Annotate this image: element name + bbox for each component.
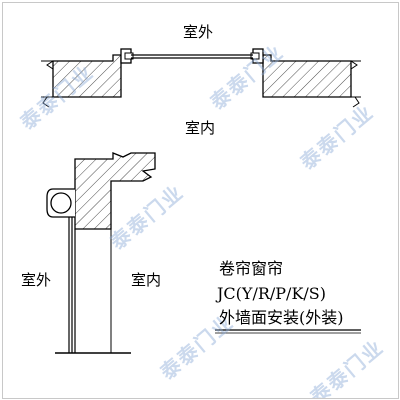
title-line-3: 外墙面安装(外装): [219, 308, 344, 327]
section-view: [46, 152, 156, 354]
curtain-guide-section: [68, 217, 76, 353]
roller-box-section: [46, 188, 75, 218]
guide-rails-plan: [120, 48, 264, 64]
top-view: [41, 48, 361, 108]
title-line-2: JC(Y/R/P/K/S): [217, 284, 326, 303]
title-line-1: 卷帘窗帘: [219, 259, 284, 278]
top-outside-label: 室外: [183, 23, 214, 41]
section-inside-label: 室内: [131, 271, 162, 289]
right-wall-plan: [262, 54, 361, 108]
wall-head-section: [74, 152, 156, 353]
drawing-canvas: [41, 48, 361, 354]
section-outside-label: 室外: [21, 271, 52, 289]
top-inside-label: 室内: [185, 119, 216, 137]
curtain-slat-plan: [131, 54, 253, 59]
